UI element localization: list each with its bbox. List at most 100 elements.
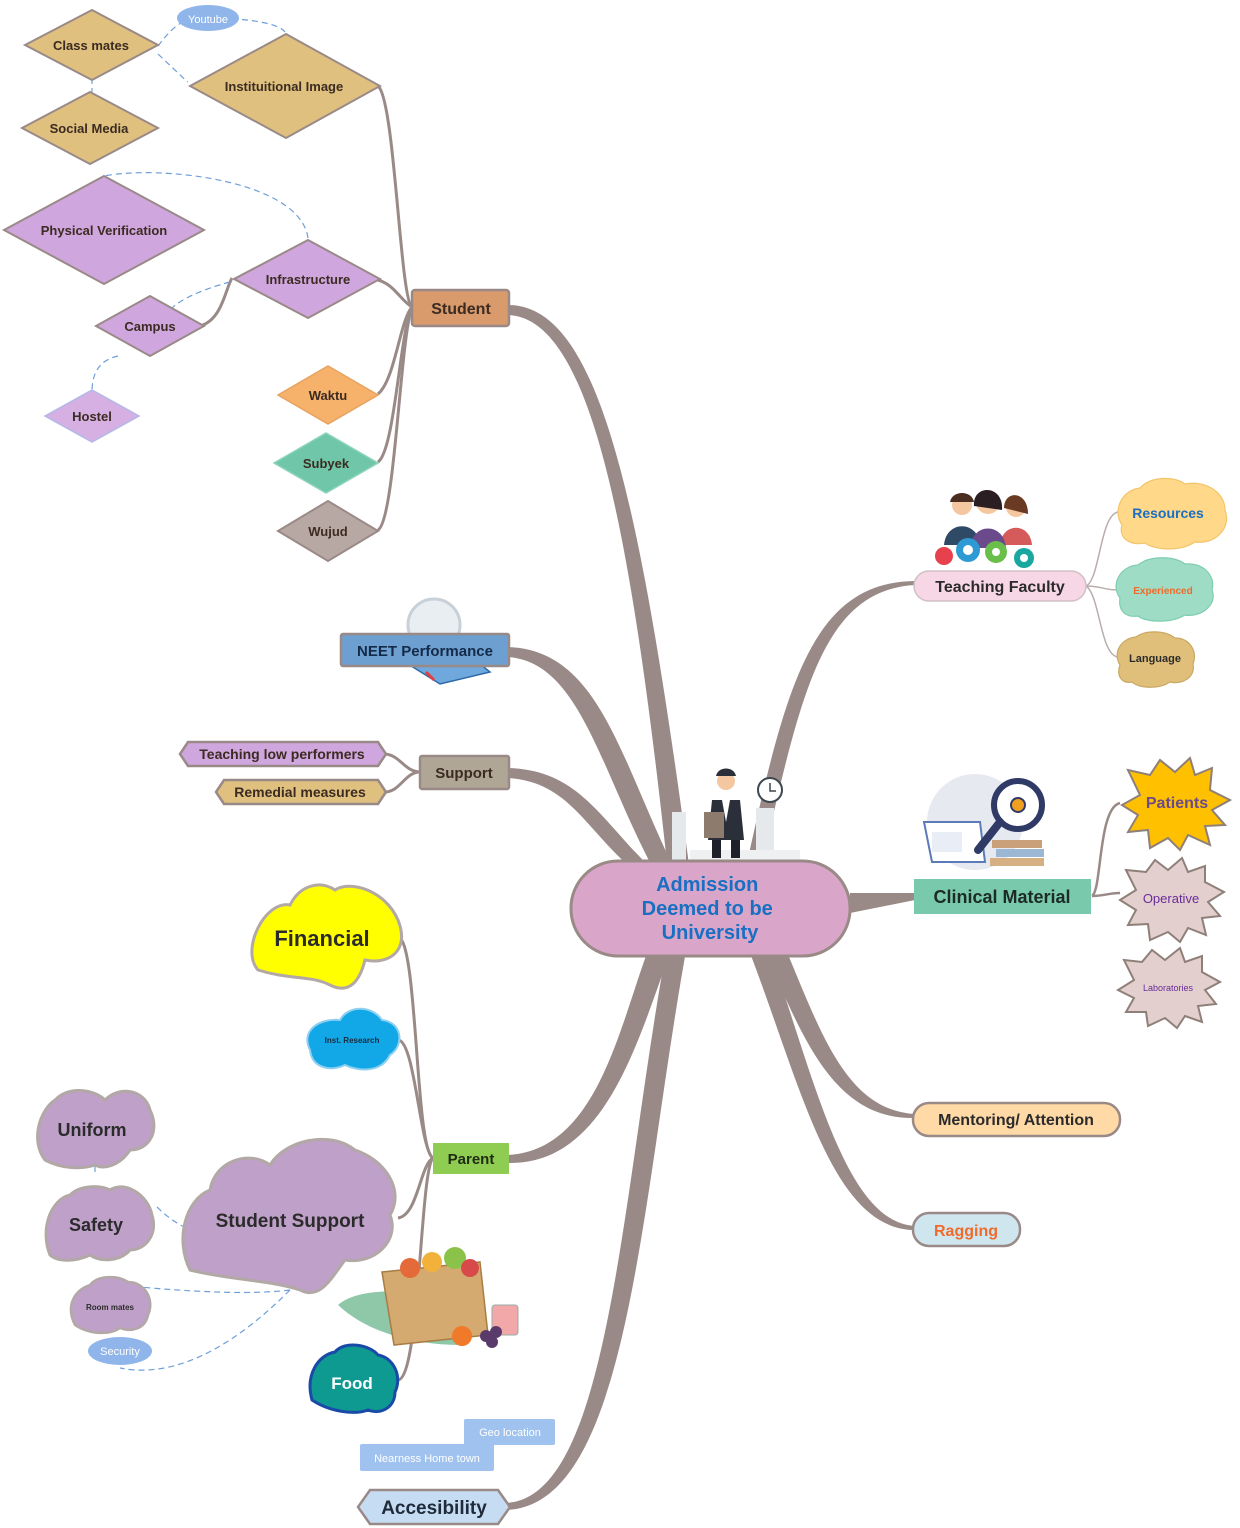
parent-box[interactable] [433, 1143, 509, 1174]
student-support-label: Student Support [216, 1211, 365, 1232]
diamond-physical-verification[interactable] [1, 174, 207, 286]
diamond-class-mates[interactable] [22, 8, 161, 82]
branch-neet [508, 647, 676, 872]
support-subtree: Teaching low performers Remedial measure… [178, 740, 511, 806]
class-mates-label: Class mates [53, 38, 129, 53]
central-illustration [672, 768, 800, 860]
diamond-campus[interactable] [93, 294, 207, 358]
bubble-security[interactable] [88, 1337, 152, 1365]
ragging-box[interactable] [911, 1211, 1022, 1248]
burst-patients[interactable] [1120, 756, 1233, 852]
wujud-label: Wujud [308, 524, 348, 539]
central-line-2: Deemed to be [642, 898, 773, 920]
neet-box[interactable] [339, 632, 511, 668]
nearness-home-town-tag[interactable] [360, 1444, 494, 1471]
clinical-sub-connectors [1091, 801, 1121, 898]
safety-label: Safety [69, 1215, 123, 1235]
diamond-social-media[interactable] [19, 90, 161, 166]
support-label: Support [435, 765, 493, 782]
clinical-material-label: Clinical Material [933, 887, 1070, 907]
resources-label: Resources [1132, 505, 1204, 521]
physical-verification-label: Physical Verification [41, 223, 168, 238]
cloud-food[interactable] [308, 1343, 400, 1414]
nearness-home-town-label: Nearness Home town [374, 1453, 480, 1465]
cloud-safety[interactable] [44, 1185, 155, 1262]
cloud-resources[interactable] [1117, 477, 1228, 550]
branch-parent [508, 940, 675, 1164]
diamond-hostel[interactable] [43, 389, 141, 443]
burst-laboratories[interactable] [1115, 946, 1223, 1030]
financial-label: Financial [274, 926, 369, 951]
accesibility-box[interactable] [356, 1488, 512, 1526]
branch-student [508, 305, 690, 872]
cloud-inst-research[interactable] [306, 1007, 401, 1071]
faculty-sub-connectors [1085, 511, 1119, 658]
diamond-institutional-image[interactable] [187, 32, 383, 140]
mentoring-box[interactable] [911, 1101, 1122, 1138]
infrastructure-label: Infrastructure [266, 272, 351, 287]
branch-clinical [850, 893, 915, 913]
student-label: Student [431, 301, 491, 318]
remedial-measures-node[interactable] [214, 778, 388, 806]
patients-label: Patients [1146, 795, 1208, 812]
laboratories-label: Laboratories [1143, 983, 1194, 993]
cloud-experienced[interactable] [1115, 557, 1214, 622]
youtube-label: Youtube [188, 14, 228, 26]
faculty-illustration [935, 489, 1034, 568]
operative-label: Operative [1143, 891, 1199, 906]
diamond-waktu[interactable] [276, 365, 380, 425]
neet-label: NEET Performance [357, 643, 493, 660]
burst-operative[interactable] [1118, 856, 1227, 944]
mentoring-node[interactable]: Mentoring/ Attention [911, 1101, 1122, 1138]
central-line-3: University [662, 922, 760, 944]
accesibility-subtree: Geo location Nearness Home town Accesibi… [356, 1419, 555, 1526]
ragging-node[interactable]: Ragging [911, 1211, 1022, 1248]
teaching-faculty-subtree: Teaching Faculty Resources Experienced L… [913, 477, 1228, 688]
accesibility-label: Accesibility [381, 1498, 487, 1519]
branch-accesibility [505, 940, 688, 1510]
central-line-1: Admission [656, 874, 758, 896]
teaching-low-performers-label: Teaching low performers [199, 746, 365, 762]
campus-label: Campus [124, 319, 175, 334]
neet-node[interactable]: NEET Performance [339, 632, 511, 668]
social-media-label: Social Media [50, 121, 130, 136]
clinical-subtree: Clinical Material Patients Operative Lab… [914, 756, 1233, 1030]
food-label: Food [331, 1374, 373, 1393]
cloud-room-mates[interactable] [69, 1275, 152, 1335]
branch-support [508, 768, 655, 872]
teaching-faculty-label: Teaching Faculty [935, 579, 1065, 596]
uniform-label: Uniform [58, 1120, 127, 1140]
branch-mentoring [760, 940, 915, 1119]
clinical-material-box[interactable] [914, 879, 1091, 914]
central-topic[interactable]: Admission Deemed to be University [569, 859, 852, 958]
cloud-student-support[interactable] [181, 1137, 397, 1295]
security-label: Security [100, 1346, 140, 1358]
room-mates-label: Room mates [86, 1303, 135, 1312]
diamond-wujud[interactable] [276, 499, 380, 563]
hostel-label: Hostel [72, 409, 112, 424]
parent-label: Parent [448, 1151, 495, 1168]
bubble-youtube[interactable] [177, 5, 239, 31]
waktu-label: Waktu [309, 388, 348, 403]
diamond-infrastructure[interactable] [231, 238, 383, 320]
central-box[interactable] [569, 859, 852, 958]
diamond-subyek[interactable] [272, 432, 380, 494]
student-box[interactable] [410, 288, 511, 328]
institutional-image-label: Instituitional Image [225, 79, 343, 94]
inst-research-label: Inst. Research [325, 1036, 380, 1045]
cloud-language[interactable] [1116, 631, 1196, 688]
branch-ragging [745, 940, 915, 1230]
grocery-illustration [338, 1247, 519, 1348]
parent-subtree: Financial Inst. Research Student Support… [36, 883, 519, 1414]
mentoring-label: Mentoring/ Attention [938, 1112, 1094, 1129]
support-box[interactable] [418, 754, 511, 791]
geo-location-tag[interactable] [464, 1419, 555, 1445]
clinical-illustration [922, 774, 1045, 870]
branch-connectors [505, 305, 915, 1510]
cloud-uniform[interactable] [36, 1089, 156, 1170]
teaching-faculty-box[interactable] [913, 570, 1087, 602]
experienced-label: Experienced [1133, 586, 1192, 597]
teaching-low-performers-node[interactable] [178, 740, 388, 768]
geo-location-label: Geo location [479, 1427, 541, 1439]
cloud-financial[interactable] [250, 883, 404, 990]
